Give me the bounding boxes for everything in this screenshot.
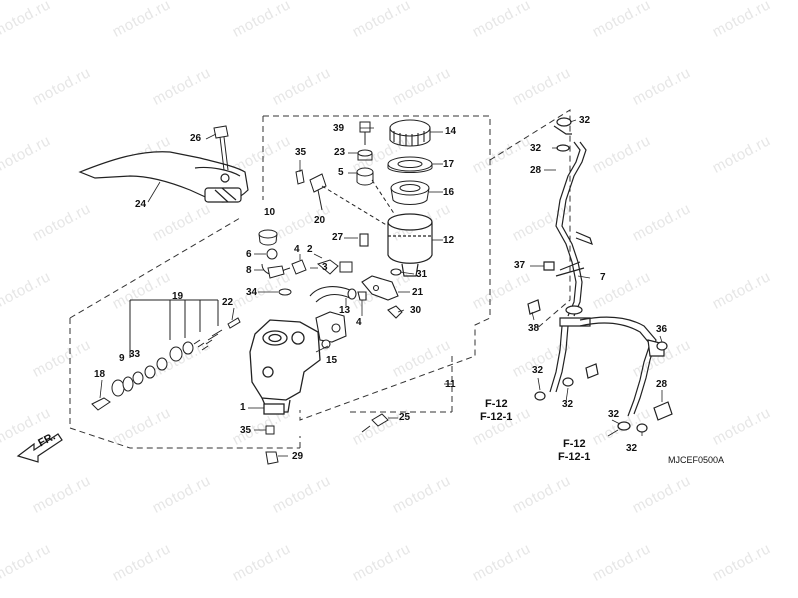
callout-37: 37 [514,260,526,271]
callout-33: 33 [129,349,141,360]
diagram-code: MJCEF0500A [668,455,725,465]
reference-f12-upper[interactable]: F-12 [485,398,508,410]
hose-clips [261,248,353,296]
callout-24: 24 [135,199,147,210]
callout-5: 5 [338,167,344,178]
reservoir-diaphragm [390,180,430,205]
dashed-outline-group [69,109,571,449]
callout-27: 27 [332,232,344,243]
reservoir-plate [387,156,433,173]
outline-reservoir [263,115,491,421]
reference-f12-1-upper[interactable]: F-12-1 [480,411,513,423]
callout-25: 25 [399,412,411,423]
callout-28b: 28 [656,379,668,390]
front-direction-arrow-icon [16,433,63,463]
callout-23: 23 [334,147,346,158]
callout-17: 17 [443,159,455,170]
bottom-screws [265,413,389,465]
callout-32b: 32 [530,143,542,154]
reservoir-cap [389,119,431,147]
outline-lower-left [69,318,300,449]
callout-20: 20 [314,215,326,226]
callout-22: 22 [222,297,234,308]
callout-29: 29 [292,451,304,462]
reservoir-stay [357,233,403,319]
reference-f12-lower[interactable]: F-12 [563,438,586,450]
callout-4b: 4 [356,317,362,328]
brake-hose [527,117,673,433]
leader-lines [99,119,663,457]
callout-26: 26 [190,133,202,144]
callout-35b: 35 [240,425,252,436]
reservoir-hose [309,286,357,303]
callout-32a: 32 [579,115,591,126]
callout-7: 7 [600,272,606,283]
hose-joint [295,169,389,227]
callout-14: 14 [445,126,457,137]
callout-4: 4 [294,244,300,255]
callout-3: 3 [322,262,328,273]
brake-lever [78,151,249,203]
callout-32d: 32 [562,399,574,410]
callout-12: 12 [443,235,455,246]
callout-32f: 32 [626,443,638,454]
callout-6: 6 [246,249,252,260]
callout-9: 9 [119,353,125,364]
holder [315,311,347,349]
callout-32c: 32 [532,365,544,376]
callout-30: 30 [410,305,422,316]
callout-28a: 28 [530,165,542,176]
callout-18: 18 [94,369,106,380]
callout-21: 21 [412,287,424,298]
grommet [258,229,278,246]
callout-34: 34 [246,287,258,298]
callout-10: 10 [264,207,276,218]
callout-2: 2 [307,244,313,255]
callout-13: 13 [339,305,351,316]
pivot-bolt [213,125,229,171]
callout-11: 11 [445,379,456,390]
callout-16: 16 [443,187,455,198]
callout-15: 15 [326,355,338,366]
callout-35: 35 [295,147,307,158]
master-cylinder-body [249,319,321,415]
reference-f12-1-lower[interactable]: F-12-1 [558,451,591,463]
callout-36: 36 [656,324,668,335]
callout-8: 8 [246,265,252,276]
callout-19: 19 [172,291,184,302]
callout-39: 39 [333,123,345,134]
callout-38: 38 [528,323,540,334]
reservoir-body [387,213,433,277]
piston-set [91,299,241,411]
callout-31: 31 [416,269,428,280]
callout-1: 1 [240,402,246,413]
outline-upper-left [69,217,241,319]
reservoir-bolts [356,121,396,216]
callout-32e: 32 [608,409,620,420]
